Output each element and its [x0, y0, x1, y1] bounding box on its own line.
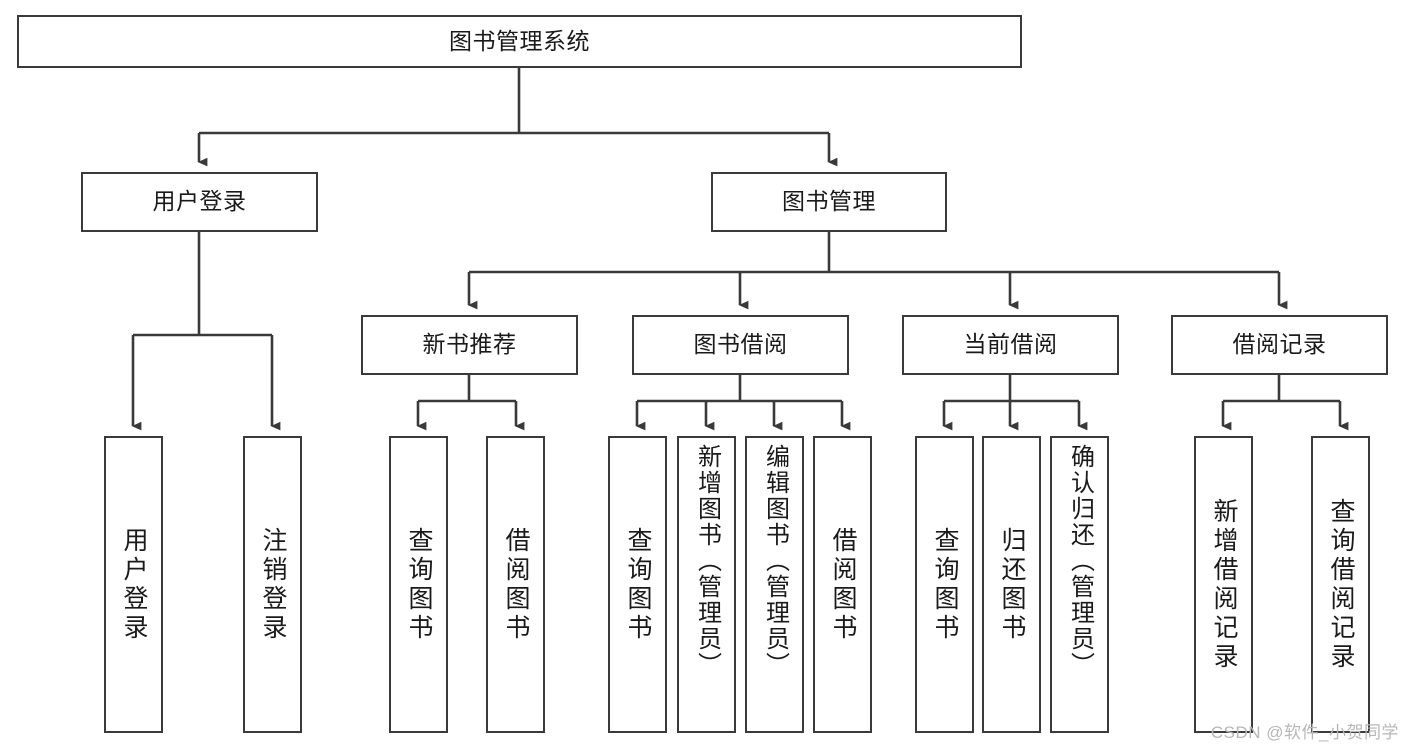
node-label: 当前借阅 — [963, 331, 1058, 358]
node-leaf-add-borrow-record[interactable]: 新增借阅记录 — [1194, 436, 1253, 733]
node-leaf-query-book-current[interactable]: 查询图书 — [915, 436, 974, 733]
node-label: 查询图书 — [624, 526, 652, 643]
node-label: 用户登录 — [152, 188, 247, 215]
node-current-borrow[interactable]: 当前借阅 — [902, 315, 1119, 375]
csdn-watermark: CSDN @软件_小贺同学 — [1210, 723, 1399, 742]
node-label: 图书管理系统 — [449, 27, 590, 54]
node-leaf-user-login[interactable]: 用户登录 — [104, 436, 163, 733]
node-leaf-edit-book-admin[interactable]: 编辑图书（管理员） — [745, 436, 804, 733]
node-leaf-return-book[interactable]: 归还图书 — [982, 436, 1041, 733]
node-label: 确认归还（管理员） — [1066, 444, 1094, 678]
node-new-book-recommend[interactable]: 新书推荐 — [361, 315, 578, 375]
node-book-management[interactable]: 图书管理 — [711, 172, 947, 232]
node-leaf-query-book-borrow[interactable]: 查询图书 — [608, 436, 667, 733]
node-label: 查询图书 — [931, 526, 959, 643]
node-leaf-query-borrow-record[interactable]: 查询借阅记录 — [1311, 436, 1370, 733]
node-label: 图书管理 — [782, 188, 876, 215]
node-label: 查询图书 — [405, 526, 433, 643]
node-label: 新增图书（管理员） — [693, 444, 721, 678]
node-leaf-confirm-return-admin[interactable]: 确认归还（管理员） — [1050, 436, 1109, 733]
node-label: 归还图书 — [998, 526, 1026, 643]
node-label: 注销登录 — [259, 526, 287, 643]
node-user-login[interactable]: 用户登录 — [81, 172, 318, 232]
node-book-borrow[interactable]: 图书借阅 — [632, 315, 849, 375]
node-label: 用户登录 — [120, 526, 148, 643]
node-label: 新增借阅记录 — [1210, 497, 1238, 672]
node-label: 查询借阅记录 — [1327, 497, 1355, 672]
node-leaf-query-book-recommend[interactable]: 查询图书 — [389, 436, 448, 733]
node-leaf-borrow-book[interactable]: 借阅图书 — [813, 436, 872, 733]
node-label: 图书借阅 — [693, 331, 788, 358]
node-root-system[interactable]: 图书管理系统 — [17, 15, 1022, 68]
node-label: 借阅图书 — [502, 526, 530, 643]
node-label: 编辑图书（管理员） — [761, 444, 789, 678]
node-leaf-borrow-book-recommend[interactable]: 借阅图书 — [486, 436, 545, 733]
node-label: 新书推荐 — [422, 331, 517, 358]
node-leaf-add-book-admin[interactable]: 新增图书（管理员） — [677, 436, 736, 733]
node-leaf-logout[interactable]: 注销登录 — [243, 436, 302, 733]
node-label: 借阅记录 — [1232, 331, 1327, 358]
node-borrow-record[interactable]: 借阅记录 — [1171, 315, 1388, 375]
node-label: 借阅图书 — [829, 526, 857, 643]
